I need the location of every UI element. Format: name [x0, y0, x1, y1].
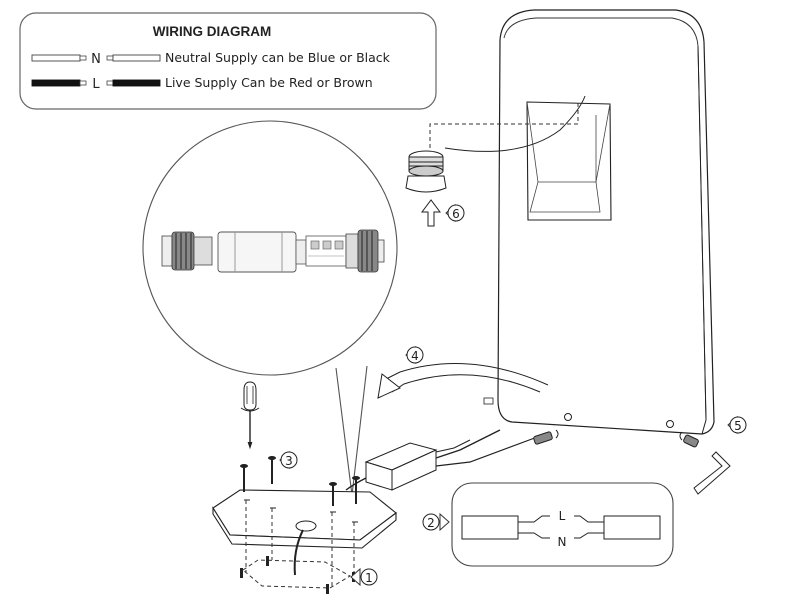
legend-title: WIRING DIAGRAM [153, 24, 272, 39]
step-3-badge: 3 [279, 450, 298, 470]
step-4-badge: 4 [405, 345, 424, 365]
side-screw-left-icon [533, 429, 559, 445]
led-driver-box [345, 429, 541, 491]
legend-letter-n: N [91, 52, 101, 67]
live-wire-left-icon [31, 79, 81, 87]
svg-text:4: 4 [411, 349, 419, 363]
connector-body-icon [217, 231, 307, 273]
step-1-badge: 1 [350, 567, 378, 587]
cable-gland-left-icon [161, 231, 213, 271]
connector-magnified-callout [142, 120, 398, 496]
svg-text:3: 3 [285, 454, 293, 468]
bollard-housing [429, 9, 715, 435]
mounting-base-plate [212, 489, 397, 594]
legend-row-live: L Live Supply Can be Red or Brown [31, 75, 373, 92]
neutral-wire-right-icon [112, 54, 161, 62]
live-wire-right-icon [112, 79, 161, 87]
insert-cable-arrow [377, 363, 549, 399]
legend-letter-l: L [92, 77, 100, 92]
step-5-badge: 5 [727, 415, 747, 435]
svg-text:6: 6 [452, 207, 460, 221]
cable-gland-right-icon [345, 229, 385, 273]
svg-text:1: 1 [365, 571, 373, 585]
svg-text:5: 5 [734, 419, 742, 433]
terminal-label-neutral: N [558, 535, 567, 549]
hex-key-icon [693, 451, 731, 495]
step-6-badge: 6 [421, 199, 465, 227]
lamp-module-icon [405, 150, 447, 193]
step-2-badge: 2 [422, 512, 450, 532]
up-arrow-icon [421, 199, 441, 227]
terminal-block-icon [305, 235, 347, 267]
legend-text-neutral: Neutral Supply can be Blue or Black [165, 50, 391, 65]
terminal-connection-box: L N [451, 482, 674, 567]
terminal-label-live: L [559, 509, 566, 523]
screw-icons [240, 456, 360, 506]
legend-row-neutral: N Neutral Supply can be Blue or Black [31, 50, 391, 67]
legend-text-live: Live Supply Can be Red or Brown [165, 75, 373, 90]
svg-text:2: 2 [427, 516, 435, 530]
neutral-wire-left-icon [31, 54, 81, 62]
wiring-legend: WIRING DIAGRAM N Neutral Supply can be B… [19, 12, 437, 110]
side-screw-right-icon [679, 431, 699, 448]
screwdriver-icon [240, 381, 260, 450]
